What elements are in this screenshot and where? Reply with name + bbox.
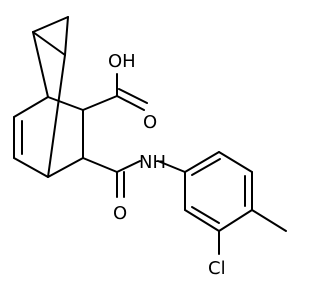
atom-label-amide-carbonyl-oxygen: O — [113, 203, 127, 224]
atom-label-amide-nh: NH — [139, 152, 166, 173]
bond-benzene-1-double — [191, 158, 221, 176]
bond-methyl — [251, 209, 287, 232]
bond-amide-carbon — [82, 157, 118, 173]
atom-label-chlorine: Cl — [208, 258, 226, 279]
bond-bridge-left — [32, 31, 49, 98]
bond-ring-f — [13, 157, 49, 178]
bond-cyclopropane-1 — [32, 16, 69, 33]
bond-bridge-right — [47, 54, 66, 178]
atom-label-hydroxyl: OH — [108, 51, 136, 72]
bond-amide-cn — [116, 160, 141, 173]
bond-benzene-2 — [218, 151, 253, 173]
bond-ring-a — [47, 96, 84, 111]
bond-acid-co-1 — [116, 95, 145, 111]
bond-acid-carbon — [82, 95, 118, 111]
chemical-structure: OH O NH O Cl — [13, 16, 287, 279]
bond-benzene-1 — [184, 151, 220, 173]
bond-n-aryl — [157, 160, 186, 173]
bond-ring-c — [47, 157, 84, 178]
bond-cyclopropane-3 — [32, 31, 66, 56]
atom-label-acid-carbonyl-oxygen: O — [143, 112, 157, 133]
bond-benzene-5 — [184, 209, 220, 232]
bond-benzene-5-double — [191, 206, 220, 224]
bond-acid-co-2 — [118, 88, 148, 104]
bond-cyclopropane-2 — [64, 16, 69, 56]
bond-benzene-4 — [218, 209, 253, 232]
bond-ring-d — [13, 96, 49, 118]
